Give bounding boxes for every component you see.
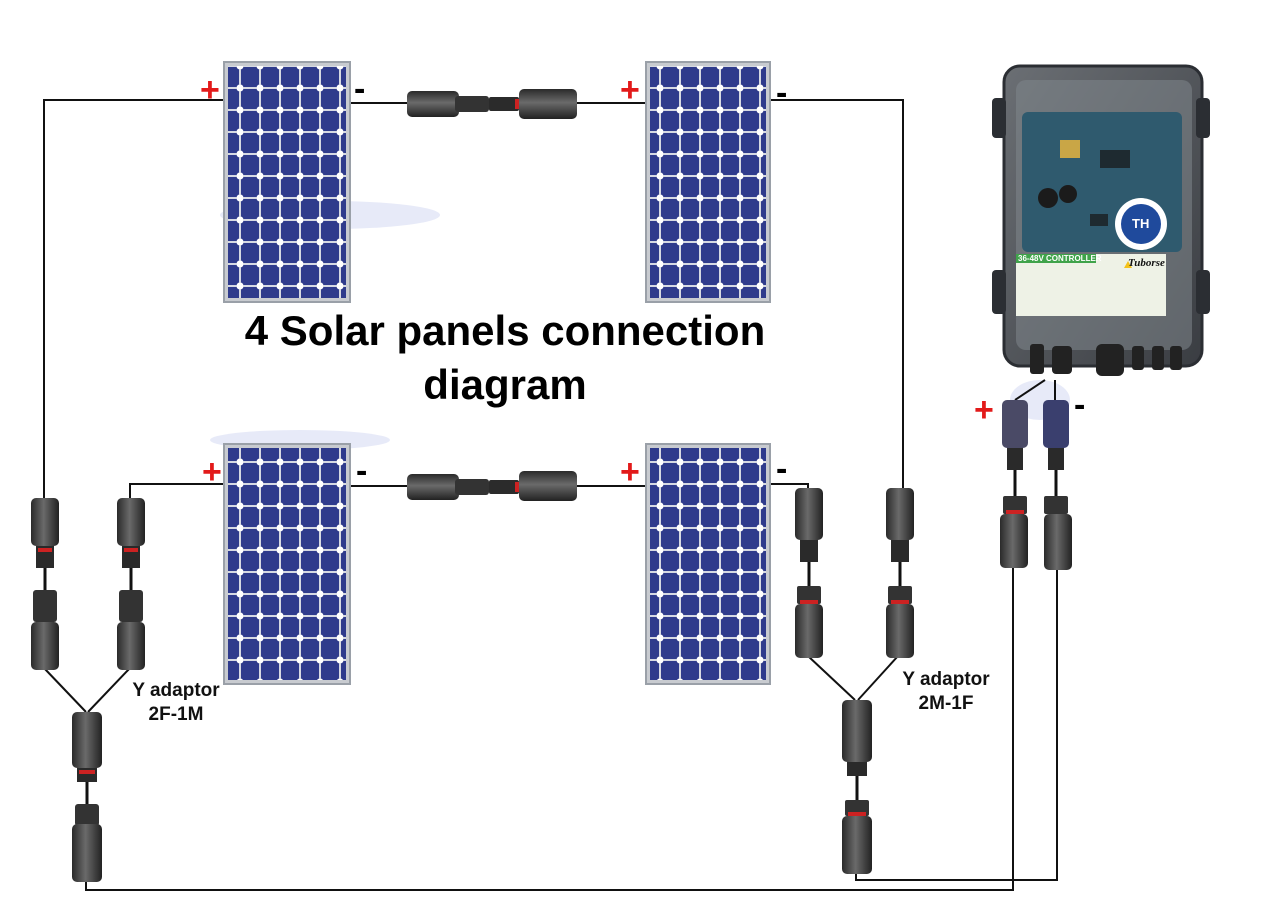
mc4-connector-left-b [117,498,145,670]
wire-panel3-plus [129,483,228,500]
wire-controller-plus [1014,379,1046,401]
mc4-coupler-bottom [407,471,577,501]
panel4-minus-terminal: - [776,450,788,488]
panel1-minus-terminal: - [354,70,366,108]
wire-left-to-controller [85,568,1014,891]
mc4-coupler-top [407,89,577,119]
y-adaptor-right-label-line1: Y adaptor [902,669,990,690]
controller-plus-terminal: + [974,391,994,429]
solar-panel-4 [645,443,771,685]
y-adaptor-right [842,700,872,874]
wire-panel1-plus [43,99,226,500]
solar-panel-2 [645,61,771,303]
panel2-minus-terminal: - [776,74,788,112]
controller-plus-lead [1000,400,1028,568]
wire-yright-b [857,655,899,701]
y-adaptor-right-label-line2: 2M-1F [918,693,974,714]
wire-yright-a [807,655,856,701]
wire-right-to-controller [855,570,1058,881]
solar-panel-3 [223,443,351,685]
y-adaptor-left-label-line1: Y adaptor [132,680,220,701]
wire-yleft-b [87,667,131,713]
y-adaptor-left-label-line2: 2F-1M [148,704,204,725]
panel2-plus-terminal: + [620,71,640,109]
wire-panel2-minus [768,99,904,488]
diagram-title-line2: diagram [423,361,587,408]
panel1-plus-terminal: + [200,71,220,109]
controller-minus-terminal: - [1074,386,1086,424]
panel4-plus-terminal: + [620,453,640,491]
y-adaptor-left [72,712,102,882]
solar-pump-controller [992,64,1210,376]
controller-sticker-label: 36-48V CONTROLLER [1018,254,1102,263]
controller-brand: Tuborse [1128,257,1165,269]
diagram-title-line1: 4 Solar panels connection [244,307,766,354]
wire-yleft-a [43,667,87,713]
controller-minus-lead [1043,400,1072,570]
mc4-connector-right-b [886,488,914,658]
mc4-connector-right-a [795,488,823,658]
panel3-minus-terminal: - [356,452,368,490]
wiring [43,99,1058,891]
panel3-plus-terminal: + [202,453,222,491]
solar-panel-1 [223,61,351,303]
controller-logo-text: TH [1132,216,1150,231]
mc4-connector-left-a [31,498,59,670]
